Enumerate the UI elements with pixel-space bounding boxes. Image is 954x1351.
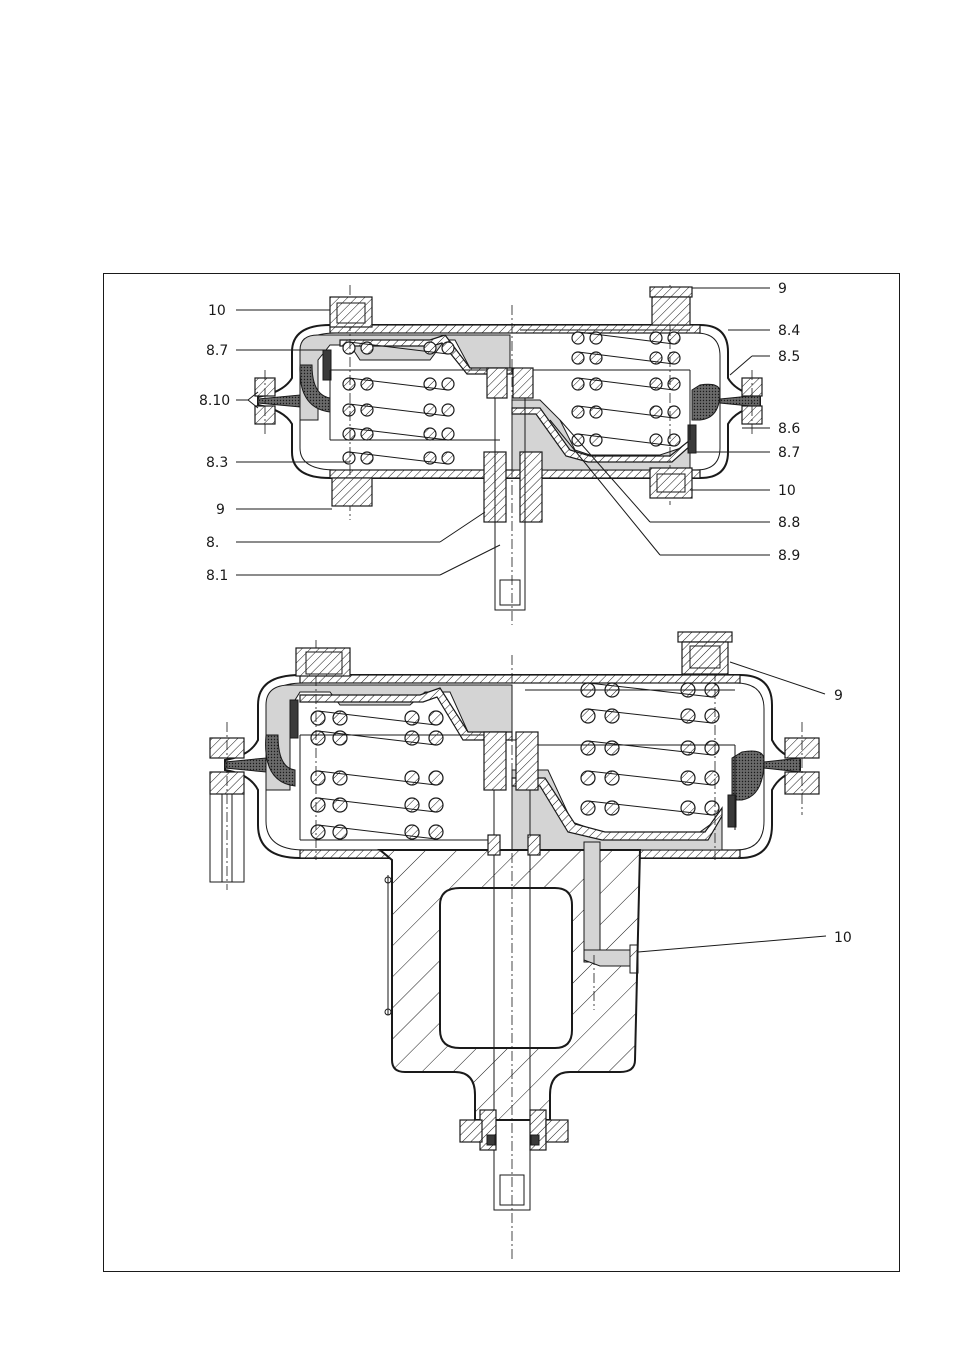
spring-coil: [581, 801, 595, 815]
label-10-top-right: 10: [778, 483, 796, 499]
spring-coil: [442, 404, 454, 416]
spring-coil: [705, 801, 719, 815]
spring-coil: [581, 771, 595, 785]
spring-coil: [429, 771, 443, 785]
spring-coil: [572, 378, 584, 390]
spring-coil: [343, 342, 355, 354]
spring-coil: [429, 825, 443, 839]
spring-coil: [572, 332, 584, 344]
spring-coil: [311, 798, 325, 812]
spring-coil: [581, 709, 595, 723]
label-9-bottom-right: 9: [834, 688, 843, 704]
spring-coil: [429, 798, 443, 812]
label-8: 8.: [206, 535, 219, 551]
label-10-bottom-right: 10: [834, 930, 852, 946]
label-10-top-left: 10: [208, 303, 226, 319]
spring-coil: [343, 378, 355, 390]
spring-coil: [442, 452, 454, 464]
spring-coil: [429, 711, 443, 725]
label-8-1: 8.1: [206, 568, 228, 584]
spring-coil: [442, 378, 454, 390]
spring-coil: [311, 825, 325, 839]
label-8-4: 8.4: [778, 323, 800, 339]
spring-coil: [429, 731, 443, 745]
spring-coil: [705, 771, 719, 785]
label-8-7-top-left: 8.7: [206, 343, 228, 359]
bottom-actuator: [210, 632, 819, 1262]
spring-coil: [343, 428, 355, 440]
spring-coil: [705, 741, 719, 755]
spring-coil: [705, 709, 719, 723]
label-8-7-top-right: 8.7: [778, 445, 800, 461]
label-9-top-left: 9: [216, 502, 225, 518]
spring-coil: [572, 352, 584, 364]
spring-coil: [581, 741, 595, 755]
label-8-3: 8.3: [206, 455, 228, 471]
spring-coil: [442, 342, 454, 354]
label-8-5: 8.5: [778, 349, 800, 365]
spring-coil: [572, 406, 584, 418]
label-8-9: 8.9: [778, 548, 800, 564]
label-8-8: 8.8: [778, 515, 800, 531]
label-8-10: 8.10: [199, 393, 230, 409]
top-actuator: [255, 285, 762, 625]
spring-coil: [311, 771, 325, 785]
spring-coil: [343, 404, 355, 416]
spring-coil: [311, 731, 325, 745]
label-9-top-right: 9: [778, 281, 787, 297]
label-8-6: 8.6: [778, 421, 800, 437]
spring-coil: [442, 428, 454, 440]
spring-coil: [311, 711, 325, 725]
